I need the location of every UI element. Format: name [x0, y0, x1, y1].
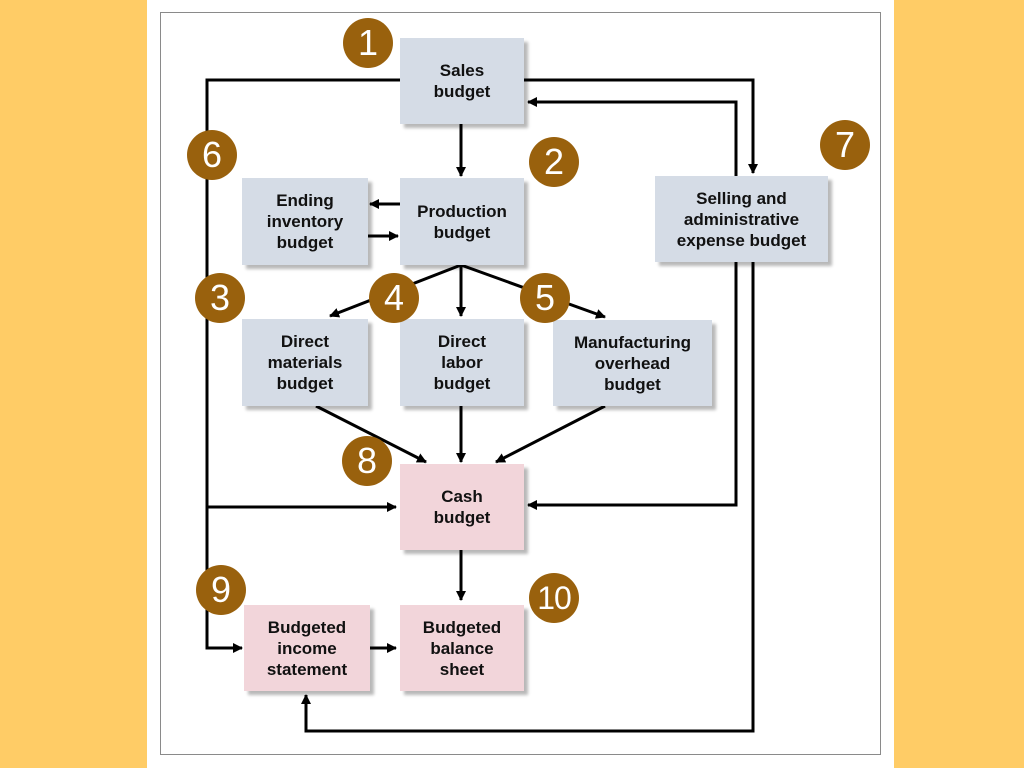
- direct-materials-budget-box: Direct materials budget: [242, 319, 368, 406]
- right-side-band: [894, 0, 1024, 768]
- step-6-badge: 6: [187, 130, 237, 180]
- manufacturing-overhead-budget-box: Manufacturing overhead budget: [553, 320, 712, 406]
- arrow-manufacturing-overhead-to-cash: [495, 404, 606, 464]
- selling-admin-expense-budget-label: Selling and administrative expense budge…: [676, 188, 807, 250]
- sales-budget-label: Sales budget: [433, 61, 491, 101]
- selling-admin-expense-budget-box: Selling and administrative expense budge…: [655, 176, 828, 262]
- budgeted-balance-sheet-label: Budgeted balance sheet: [422, 617, 502, 679]
- left-side-band: [0, 0, 147, 768]
- direct-labor-budget-label: Direct labor budget: [433, 332, 491, 393]
- production-budget-box: Production budget: [400, 178, 524, 265]
- step-2-badge: 2: [529, 137, 579, 187]
- ending-inventory-budget-box: Ending inventory budget: [242, 178, 368, 265]
- step-9-badge: 9: [196, 565, 246, 615]
- cash-budget-box: Cash budget: [400, 464, 524, 550]
- arrow-selling-admin-to-cash: [527, 262, 738, 510]
- budgeted-income-statement-label: Budgeted income statement: [266, 617, 348, 679]
- sales-budget-box: Sales budget: [400, 38, 524, 124]
- step-7-badge: 7: [820, 120, 870, 170]
- step-5-badge: 5: [520, 273, 570, 323]
- direct-materials-budget-label: Direct materials budget: [267, 332, 343, 393]
- arrow-sales-to-income-statement: [205, 78, 400, 653]
- step-4-badge: 4: [369, 273, 419, 323]
- diagram-frame: [160, 12, 881, 755]
- step-8-badge: 8: [342, 436, 392, 486]
- budgeted-balance-sheet-box: Budgeted balance sheet: [400, 605, 524, 691]
- arrow-selling-admin-to-income-statement: [301, 262, 755, 733]
- budgeted-income-statement-box: Budgeted income statement: [244, 605, 370, 691]
- manufacturing-overhead-budget-label: Manufacturing overhead budget: [573, 332, 692, 394]
- production-budget-label: Production budget: [417, 201, 507, 242]
- direct-labor-budget-box: Direct labor budget: [400, 319, 524, 406]
- arrow-sales-to-selling-admin: [524, 78, 758, 174]
- arrow-selling-admin-to-sales: [527, 97, 738, 178]
- ending-inventory-budget-label: Ending inventory budget: [266, 191, 344, 252]
- cash-budget-label: Cash budget: [433, 487, 491, 527]
- arrow-direct-materials-to-cash: [315, 404, 427, 464]
- step-10-badge: 10: [529, 573, 579, 623]
- step-3-badge: 3: [195, 273, 245, 323]
- step-1-badge: 1: [343, 18, 393, 68]
